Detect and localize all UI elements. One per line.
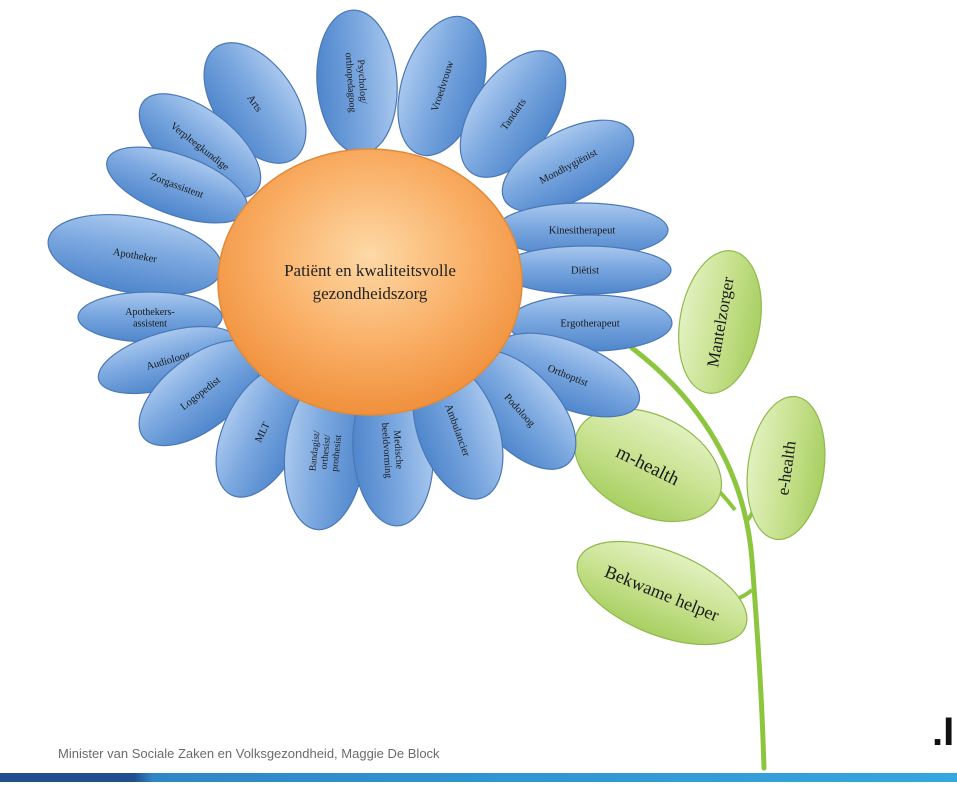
petal: Diëtist — [498, 245, 672, 295]
petal-label: orthopedagoog — [343, 52, 358, 113]
petal-label: beeldvorming — [379, 422, 394, 478]
petal: Vroedvrouw — [397, 15, 487, 157]
petal-label: Bandagist/ — [308, 430, 322, 472]
petal-shape — [459, 50, 567, 178]
petal-label: Psycholog/ — [355, 59, 369, 104]
leaf: e-health — [746, 395, 826, 541]
petal-label: assistent — [133, 318, 167, 329]
petal-label: Kinesitherapeut — [549, 226, 616, 237]
petal: Logopedist — [138, 339, 262, 447]
flower-stem — [629, 345, 767, 771]
center-circle — [217, 148, 523, 416]
petal: Mondhygiënist — [501, 119, 635, 213]
petal-shape — [501, 119, 635, 213]
petal-label: Ergotherapeut — [560, 319, 619, 330]
leaf-shape — [746, 395, 826, 541]
bottom-accent-bar — [0, 773, 957, 782]
petal-label: Medische — [391, 430, 405, 470]
petal-label: Diëtist — [571, 266, 599, 277]
leaf: m-health — [573, 407, 723, 523]
center-label-line1: Patiënt en kwaliteitsvolle — [284, 261, 456, 280]
petal-label: Apothekers- — [125, 307, 174, 318]
leaf: Bekwame helper — [576, 540, 748, 646]
petal: Apotheker — [47, 213, 223, 297]
logo-fragment: .I — [932, 710, 955, 754]
leaf-shape — [678, 250, 762, 394]
center-label-line2: gezondheidszorg — [313, 284, 428, 303]
leaf-shape — [573, 407, 723, 523]
petal-label: prothesist — [330, 434, 344, 472]
petal: Zorgassistent — [106, 146, 248, 224]
leaf-shape — [576, 540, 748, 646]
leaf: Mantelzorger — [678, 250, 762, 394]
footer-credit: Minister van Sociale Zaken en Volksgezon… — [58, 746, 440, 761]
petal: Tandarts — [459, 50, 567, 178]
petal: Psycholog/orthopedagoog — [316, 9, 398, 155]
petal-label: orthesist/ — [320, 434, 334, 470]
